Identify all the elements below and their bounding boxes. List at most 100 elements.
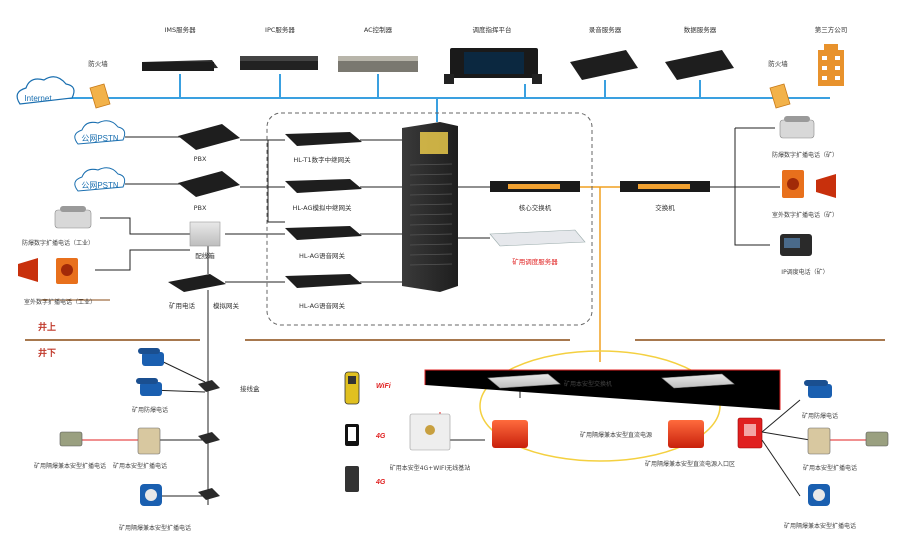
mine-gateway[interactable]: 矿用电话 模拟网关 — [168, 274, 240, 310]
firewall-right-label: 防火墙 — [768, 59, 788, 68]
gateway-ag-voice-1[interactable]: HL-AG语音网关 — [285, 226, 362, 260]
ul-broadcast-label: 矿用隔爆兼本安型扩播电话 — [119, 524, 191, 532]
third-party-building: 第三方公司 — [815, 25, 848, 86]
ring-switch-left-label: 矿用本安型交换机 — [564, 380, 612, 388]
server-ims[interactable]: IMS服务器 — [142, 25, 218, 71]
gateway-ag-trunk[interactable]: HL-AG模拟中继网关 — [285, 179, 362, 212]
ur-audio-device: 矿用本安型扩播电话 — [803, 427, 889, 472]
ul-handheld-devices — [344, 371, 360, 492]
server-ims-label: IMS服务器 — [164, 25, 196, 34]
pstn-2-label: 公网PSTN — [81, 181, 119, 190]
dispatch-server[interactable]: 矿用调度服务器 — [489, 229, 586, 266]
ur-phone: 矿用防爆电话 — [802, 380, 838, 420]
net4g-badge-1: 4G — [375, 433, 386, 440]
net4g-badge-2: 4G — [375, 479, 386, 486]
internet-label: Internet — [24, 94, 52, 103]
ups-left-label: 矿用隔爆兼本安型直流电源 — [580, 431, 652, 439]
gateway-t1[interactable]: HL-T1数字中继网关 — [285, 132, 362, 164]
pbx-2[interactable]: PBX — [178, 171, 240, 212]
ur-phone-label: 矿用防爆电话 — [802, 412, 838, 420]
server-record[interactable]: 录音服务器 — [570, 25, 638, 80]
ul-audio-label: 矿用本安型扩播电话 — [113, 462, 167, 470]
core-rack[interactable] — [402, 122, 458, 292]
mine-gateway-label: 模拟网关 — [213, 301, 240, 310]
outdoor-speaker-left: 室外数字扩播电话（工业） — [18, 258, 96, 306]
ring-switch-right[interactable] — [661, 373, 735, 389]
ring-switch-left[interactable]: 矿用本安型交换机 — [487, 373, 612, 389]
server-ipc-label: IPC服务器 — [265, 25, 295, 34]
pbx-1-label: PBX — [194, 155, 207, 163]
ups-left[interactable]: 矿用隔爆兼本安型直流电源 — [492, 420, 652, 448]
ur-broadcast-label: 矿用隔爆兼本安型扩播电话 — [784, 522, 856, 530]
ul-right-lines — [761, 399, 811, 497]
core-zone — [266, 112, 593, 326]
ul-audio-device: 矿用本安型扩播电话 — [113, 427, 167, 470]
ups-right[interactable]: 矿用隔爆兼本安型直流电源入口区 — [645, 420, 735, 468]
industrial-phone-left-label: 防爆数字扩播电话（工业） — [22, 239, 94, 247]
junction-3 — [198, 488, 220, 500]
section-below-label: 井下 — [38, 347, 56, 359]
outdoor-speaker-left-label: 室外数字扩播电话（工业） — [24, 298, 96, 306]
right-speaker: 室外数字扩播电话（矿） — [772, 170, 838, 219]
distribution-label: 配线箱 — [195, 251, 215, 260]
right-ip-phone: IP调度电话（矿） — [780, 234, 829, 276]
pstn-cloud-1: 公网PSTN — [74, 120, 126, 145]
right-phone-label: 防爆数字扩播电话（矿） — [772, 151, 838, 159]
gateway-ag-voice-1-label: HL-AG语音网关 — [299, 251, 345, 260]
gateway-ag-trunk-label: HL-AG模拟中继网关 — [293, 203, 352, 212]
ul-intrinsic-phone: 矿用隔爆兼本安型扩播电话 — [34, 431, 106, 470]
blue-phone-2 — [136, 378, 162, 396]
pbx-2-label: PBX — [194, 204, 207, 212]
firewall-left: 防火墙 — [88, 59, 111, 109]
firewall-left-label: 防火墙 — [88, 59, 108, 68]
server-ipc[interactable]: IPC服务器 — [240, 25, 318, 70]
mine-phone-label: 矿用电话 — [169, 301, 196, 310]
access-switch-label: 交换机 — [655, 203, 675, 212]
section-above-label: 井上 — [38, 321, 56, 333]
firewall-right: 防火墙 — [768, 59, 791, 109]
junction-2 — [198, 432, 220, 444]
blue-phone-1 — [138, 348, 164, 366]
ring-interface-box — [737, 417, 763, 449]
core-switch[interactable]: 核心交换机 — [490, 181, 580, 212]
right-phone: 防爆数字扩播电话（矿） — [772, 116, 838, 159]
gateway-ag-voice-2[interactable]: HL-AG语音网关 — [285, 274, 362, 310]
ur-audio-label: 矿用本安型扩播电话 — [803, 464, 857, 472]
core-link — [580, 186, 620, 362]
junction-1 — [198, 380, 220, 392]
industrial-phone-left: 防爆数字扩播电话（工业） — [22, 206, 94, 247]
gateway-t1-label: HL-T1数字中继网关 — [293, 155, 351, 164]
ul-phone-label: 矿用防爆电话 — [132, 406, 168, 414]
pstn-1-label: 公网PSTN — [81, 134, 119, 143]
console-label: 调度指挥平台 — [473, 25, 512, 34]
underground-left — [149, 357, 206, 497]
server-data-label: 数据服务器 — [684, 25, 717, 34]
junction-label: 接线盒 — [240, 384, 260, 393]
internet-cloud: Internet — [16, 76, 75, 105]
backbone-lines — [60, 74, 830, 122]
server-ac[interactable]: AC控制器 — [338, 25, 418, 72]
right-ip-phone-label: IP调度电话（矿） — [781, 268, 828, 276]
ul-intrinsic-phone-label: 矿用隔爆兼本安型扩播电话 — [34, 462, 106, 470]
connection-lines — [40, 127, 780, 505]
dispatch-server-label: 矿用调度服务器 — [512, 257, 558, 266]
ring-network — [479, 350, 721, 462]
dispatch-console[interactable]: 调度指挥平台 — [444, 25, 542, 84]
server-record-label: 录音服务器 — [589, 25, 622, 34]
right-speaker-label: 室外数字扩播电话（矿） — [772, 211, 838, 219]
access-switch[interactable]: 交换机 — [620, 181, 710, 212]
ul-broadcast-device: 矿用隔爆兼本安型扩播电话 — [119, 484, 191, 532]
ur-broadcast-device: 矿用隔爆兼本安型扩播电话 — [784, 484, 856, 530]
gateway-ag-voice-2-label: HL-AG语音网关 — [299, 301, 345, 310]
pbx-1[interactable]: PBX — [178, 124, 240, 163]
ups-right-label: 矿用隔爆兼本安型直流电源入口区 — [645, 460, 735, 468]
base-station-label: 矿用本安型4G+WIFI无线基站 — [390, 464, 470, 472]
server-data[interactable]: 数据服务器 — [665, 25, 734, 80]
third-party-label: 第三方公司 — [815, 25, 848, 34]
server-ac-label: AC控制器 — [364, 25, 393, 34]
pstn-cloud-2: 公网PSTN — [74, 167, 126, 192]
wifi-badge-1: WiFi — [376, 383, 392, 390]
core-switch-label: 核心交换机 — [519, 203, 552, 212]
base-station[interactable]: 矿用本安型4G+WIFI无线基站 — [390, 413, 470, 472]
